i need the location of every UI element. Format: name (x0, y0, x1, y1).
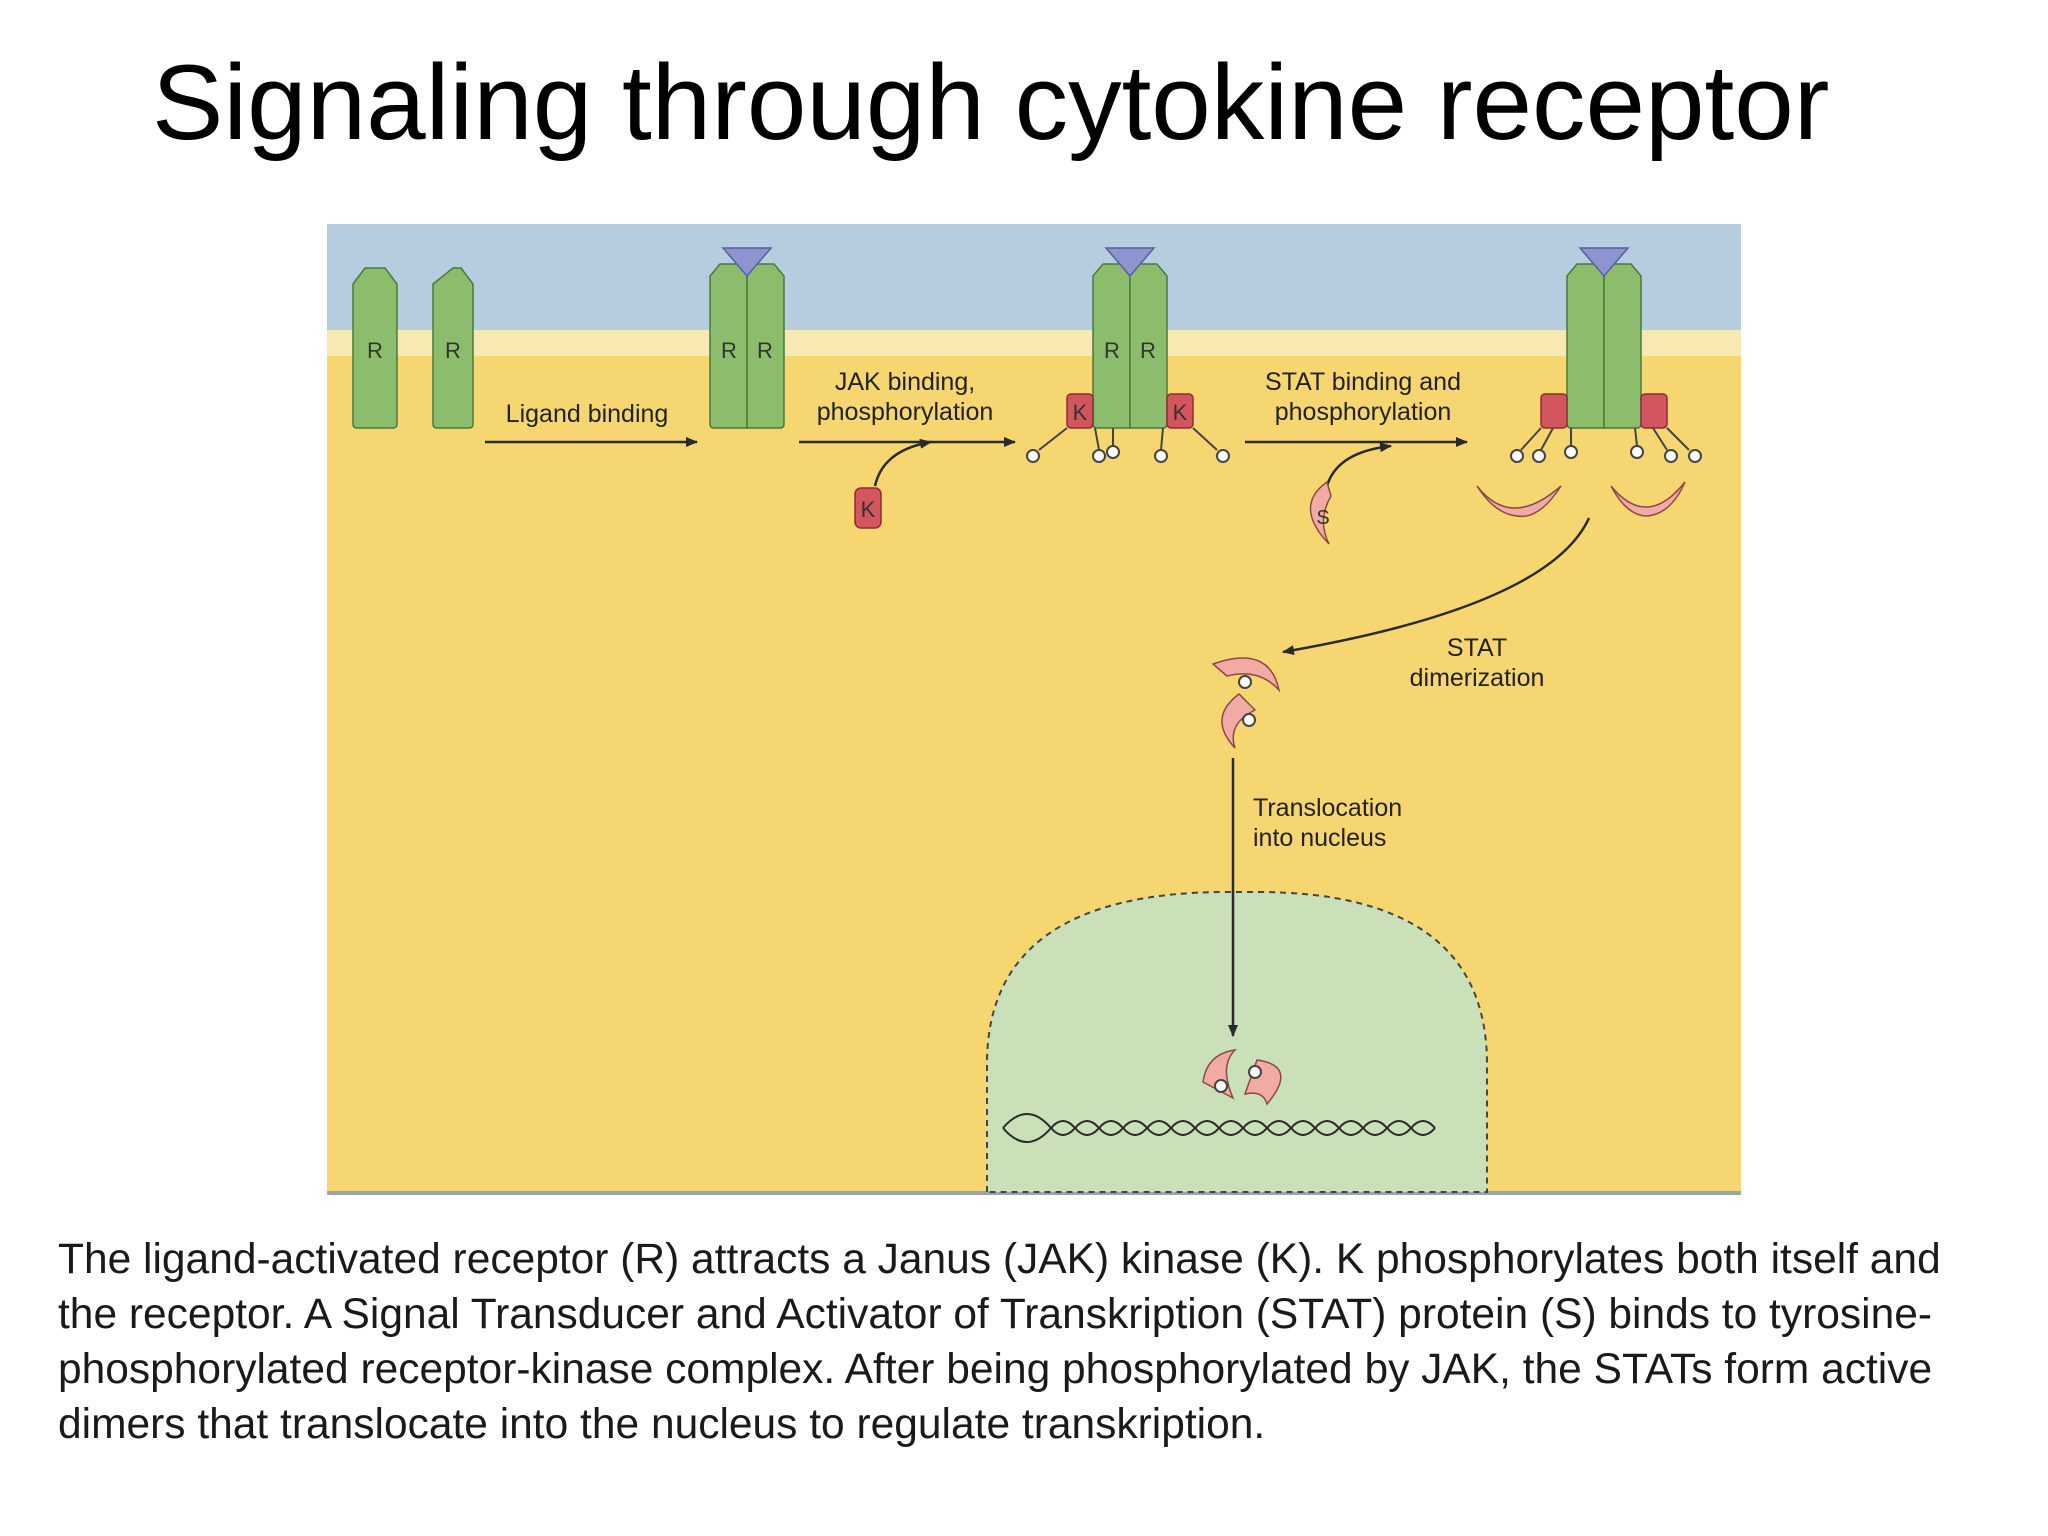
slide-title: Signaling through cytokine receptor (152, 42, 1830, 162)
caption: The ligand-activated receptor (R) attrac… (58, 1236, 1941, 1448)
label-stat-line1: STAT binding and (1265, 368, 1461, 396)
nucleus (986, 891, 1488, 1193)
arrow-stat-recruit (1325, 442, 1392, 487)
ligand-triangle (721, 247, 773, 278)
stat-bound-left (1476, 485, 1562, 518)
phosphate-group (1216, 449, 1230, 463)
dna-helix (1002, 1112, 1436, 1144)
plasma-membrane (327, 330, 1741, 356)
free-kinase: K (854, 487, 882, 529)
receptor-label: R (757, 338, 773, 363)
phosphate-group (1154, 449, 1168, 463)
phosphate-group (1248, 1065, 1262, 1079)
kinase-label: K (1173, 400, 1188, 425)
label-jak-line2: phosphorylation (817, 398, 994, 426)
receptor-label: R (721, 338, 737, 363)
label-transloc-line2: into nucleus (1253, 824, 1386, 852)
stat-bound-right (1610, 481, 1686, 517)
ligand-triangle (1104, 247, 1156, 278)
receptor-label: R (367, 338, 383, 363)
phosphate-group (1532, 449, 1546, 463)
kinase-bound-right (1166, 393, 1194, 429)
phosphate-group (1092, 449, 1106, 463)
receptor-dimer-ligand-bound: R R (709, 247, 785, 429)
extracellular-space (327, 224, 1741, 330)
phosphate-group (1214, 1079, 1228, 1093)
kinase-bound-right (1640, 393, 1668, 429)
stat-dimer (1211, 657, 1281, 749)
receptor-label: R (445, 338, 461, 363)
label-jak-line1: JAK binding, (835, 368, 975, 396)
phosphate-group (1106, 445, 1120, 459)
receptor-monomer-1: R (352, 267, 398, 429)
phosphate-group (1238, 675, 1252, 689)
label-dimer-line2: dimerization (1410, 664, 1545, 692)
phosphate-group (1510, 449, 1524, 463)
kinase-label: K (861, 497, 876, 522)
receptor-label: R (1140, 338, 1156, 363)
phosphate-group (1664, 449, 1678, 463)
receptor-jak-complex: R R K K (1026, 247, 1230, 463)
stat-label: S (1316, 507, 1329, 529)
stat-dimer-nuclear (1202, 1048, 1282, 1106)
receptor-monomer-2: R (432, 267, 474, 429)
label-stat-line2: phosphorylation (1275, 398, 1452, 426)
label-ligand-binding: Ligand binding (506, 400, 669, 428)
kinase-bound-left (1066, 393, 1094, 429)
label-dimer-line1: STAT (1447, 634, 1507, 662)
phosphate-group (1688, 449, 1702, 463)
kinase-label: K (1073, 400, 1088, 425)
kinase-bound-left (1540, 393, 1568, 429)
signaling-diagram: R R Ligand binding R R JAK binding, phos… (327, 224, 1741, 1195)
ligand-triangle (1578, 247, 1630, 278)
phosphate-group (1242, 713, 1256, 727)
receptor-label: R (1104, 338, 1120, 363)
free-stat: S (1309, 480, 1332, 545)
phosphate-group (1630, 445, 1644, 459)
phosphate-group (1564, 445, 1578, 459)
arrow-kinase-recruit (873, 438, 932, 487)
phosphate-group (1026, 449, 1040, 463)
receptor-jak-stat-complex (1476, 247, 1702, 518)
arrow-dimerization (1282, 517, 1591, 656)
label-transloc-line1: Translocation (1253, 794, 1402, 822)
